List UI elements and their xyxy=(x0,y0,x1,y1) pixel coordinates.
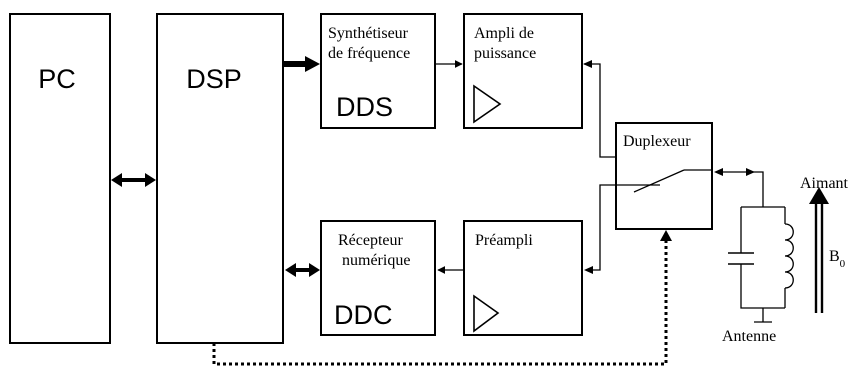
power-amplifier-block: Ampli de puissance xyxy=(463,13,583,129)
dsp-duplexer-control-line xyxy=(212,230,672,366)
magnet-label: Aimant xyxy=(800,175,849,192)
pc-dsp-link-arrow xyxy=(111,173,156,187)
antenna-label: Antenne xyxy=(722,328,776,345)
capacitor-icon xyxy=(728,252,754,265)
synth-label-line1: Synthétiseur xyxy=(328,25,409,42)
amplifier-triangle-icon xyxy=(473,84,502,124)
b0-label: B0 xyxy=(829,248,846,270)
duplexer-to-preampli-wire xyxy=(587,184,660,271)
preamplifier-triangle-icon xyxy=(473,294,500,333)
duplexer-antenna-link-arrow xyxy=(714,168,764,207)
ampli-label-line2: puissance xyxy=(474,45,536,62)
pc-block: PC xyxy=(9,13,111,344)
dds-label: DDS xyxy=(336,92,393,122)
duplexer-label: Duplexeur xyxy=(623,133,691,150)
receiver-label-line1: Récepteur xyxy=(338,232,404,249)
ddc-label: DDC xyxy=(334,300,393,330)
dsp-label: DSP xyxy=(186,64,242,94)
receiver-label-line2: numérique xyxy=(342,252,410,269)
pc-label: PC xyxy=(38,64,76,94)
duplexer-switch-icon xyxy=(633,169,685,193)
ampli-label-line1: Ampli de xyxy=(474,25,534,42)
inductor-coil-icon xyxy=(784,223,794,289)
preampli-label: Préampli xyxy=(475,232,533,249)
magnetic-field-arrow: Aimant B0 xyxy=(800,175,849,313)
preamplifier-block: Préampli xyxy=(463,220,583,336)
antenna-circuit: Antenne xyxy=(722,206,794,345)
synth-label-line2: de fréquence xyxy=(328,45,410,62)
dsp-receiver-link-arrow xyxy=(285,263,320,277)
frequency-synthesizer-block: Synthétiseur de fréquence DDS xyxy=(320,13,436,129)
digital-receiver-block: Récepteur numérique DDC xyxy=(320,220,436,336)
dsp-to-synth-arrow xyxy=(284,56,320,72)
dsp-block: DSP xyxy=(156,13,284,344)
duplexer-block: Duplexeur xyxy=(615,122,713,230)
